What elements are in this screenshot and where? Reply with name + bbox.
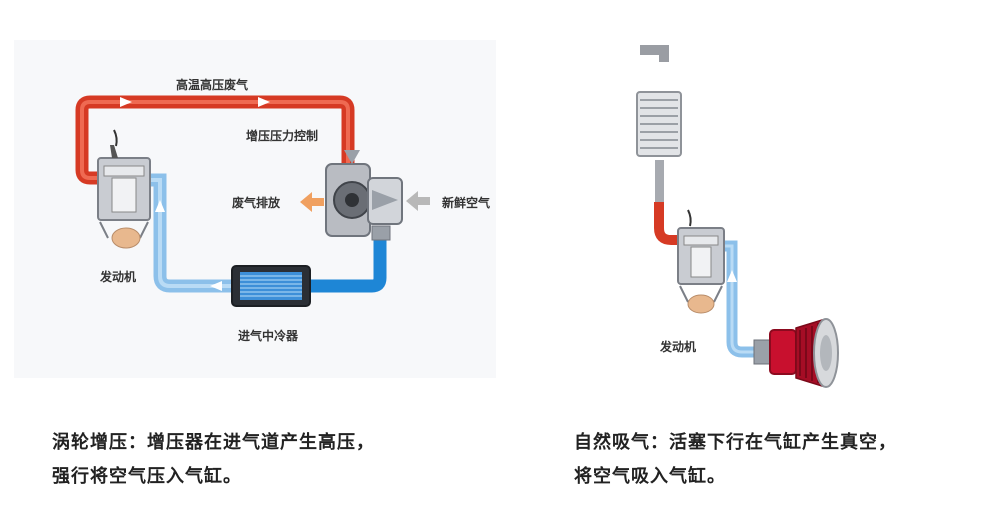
air-filter-icon bbox=[753, 318, 839, 388]
intake-flow-arrow-1 bbox=[155, 200, 165, 212]
intercooler-label: 进气中冷器 bbox=[238, 329, 299, 343]
natural-diagram-graphic bbox=[636, 45, 839, 388]
intake-flow-arrow-2 bbox=[210, 281, 222, 291]
natural-intake-pipe bbox=[716, 240, 758, 358]
fresh-air-label: 新鲜空气 bbox=[442, 196, 491, 210]
fresh-air-arrow bbox=[406, 191, 430, 211]
exhaust-flow-arrow-2 bbox=[258, 97, 270, 107]
hot-exhaust-pipe bbox=[75, 95, 355, 185]
exhaust-out-arrow bbox=[300, 192, 324, 212]
intercooler-icon bbox=[231, 265, 311, 307]
exhaust-gas-label: 高温高压废气 bbox=[176, 78, 249, 92]
muffler-icon bbox=[636, 91, 682, 157]
cool-intake-pipe bbox=[140, 173, 387, 293]
exhaust-stack bbox=[640, 45, 682, 245]
natural-caption-line2: 将空气吸入气缸。 bbox=[574, 466, 726, 487]
turbo-diagram-graphic bbox=[14, 40, 496, 378]
exhaust-out-label: 废气排放 bbox=[232, 196, 281, 210]
turbo-caption-line1: 涡轮增压：增压器在进气道产生高压， bbox=[52, 432, 375, 453]
natural-engine-label: 发动机 bbox=[660, 340, 697, 354]
turbo-engine-label: 发动机 bbox=[100, 270, 137, 284]
natural-caption-line1: 自然吸气：活塞下行在气缸产生真空， bbox=[574, 432, 897, 453]
boost-control-label: 增压压力控制 bbox=[246, 129, 319, 143]
engine-icon bbox=[97, 129, 151, 249]
natural-intake-flow-arrow bbox=[727, 270, 737, 282]
turbo-diagram: 高温高压废气 增压压力控制 废气排放 新鲜空气 发动机 进气中冷器 bbox=[0, 0, 520, 400]
turbo-caption-line2: 强行将空气压入气缸。 bbox=[52, 466, 242, 487]
natural-engine-icon bbox=[677, 209, 725, 314]
natural-diagram: 发动机 bbox=[560, 0, 1000, 400]
exhaust-flow-arrow-1 bbox=[120, 97, 132, 107]
turbocharger-icon bbox=[325, 150, 403, 241]
